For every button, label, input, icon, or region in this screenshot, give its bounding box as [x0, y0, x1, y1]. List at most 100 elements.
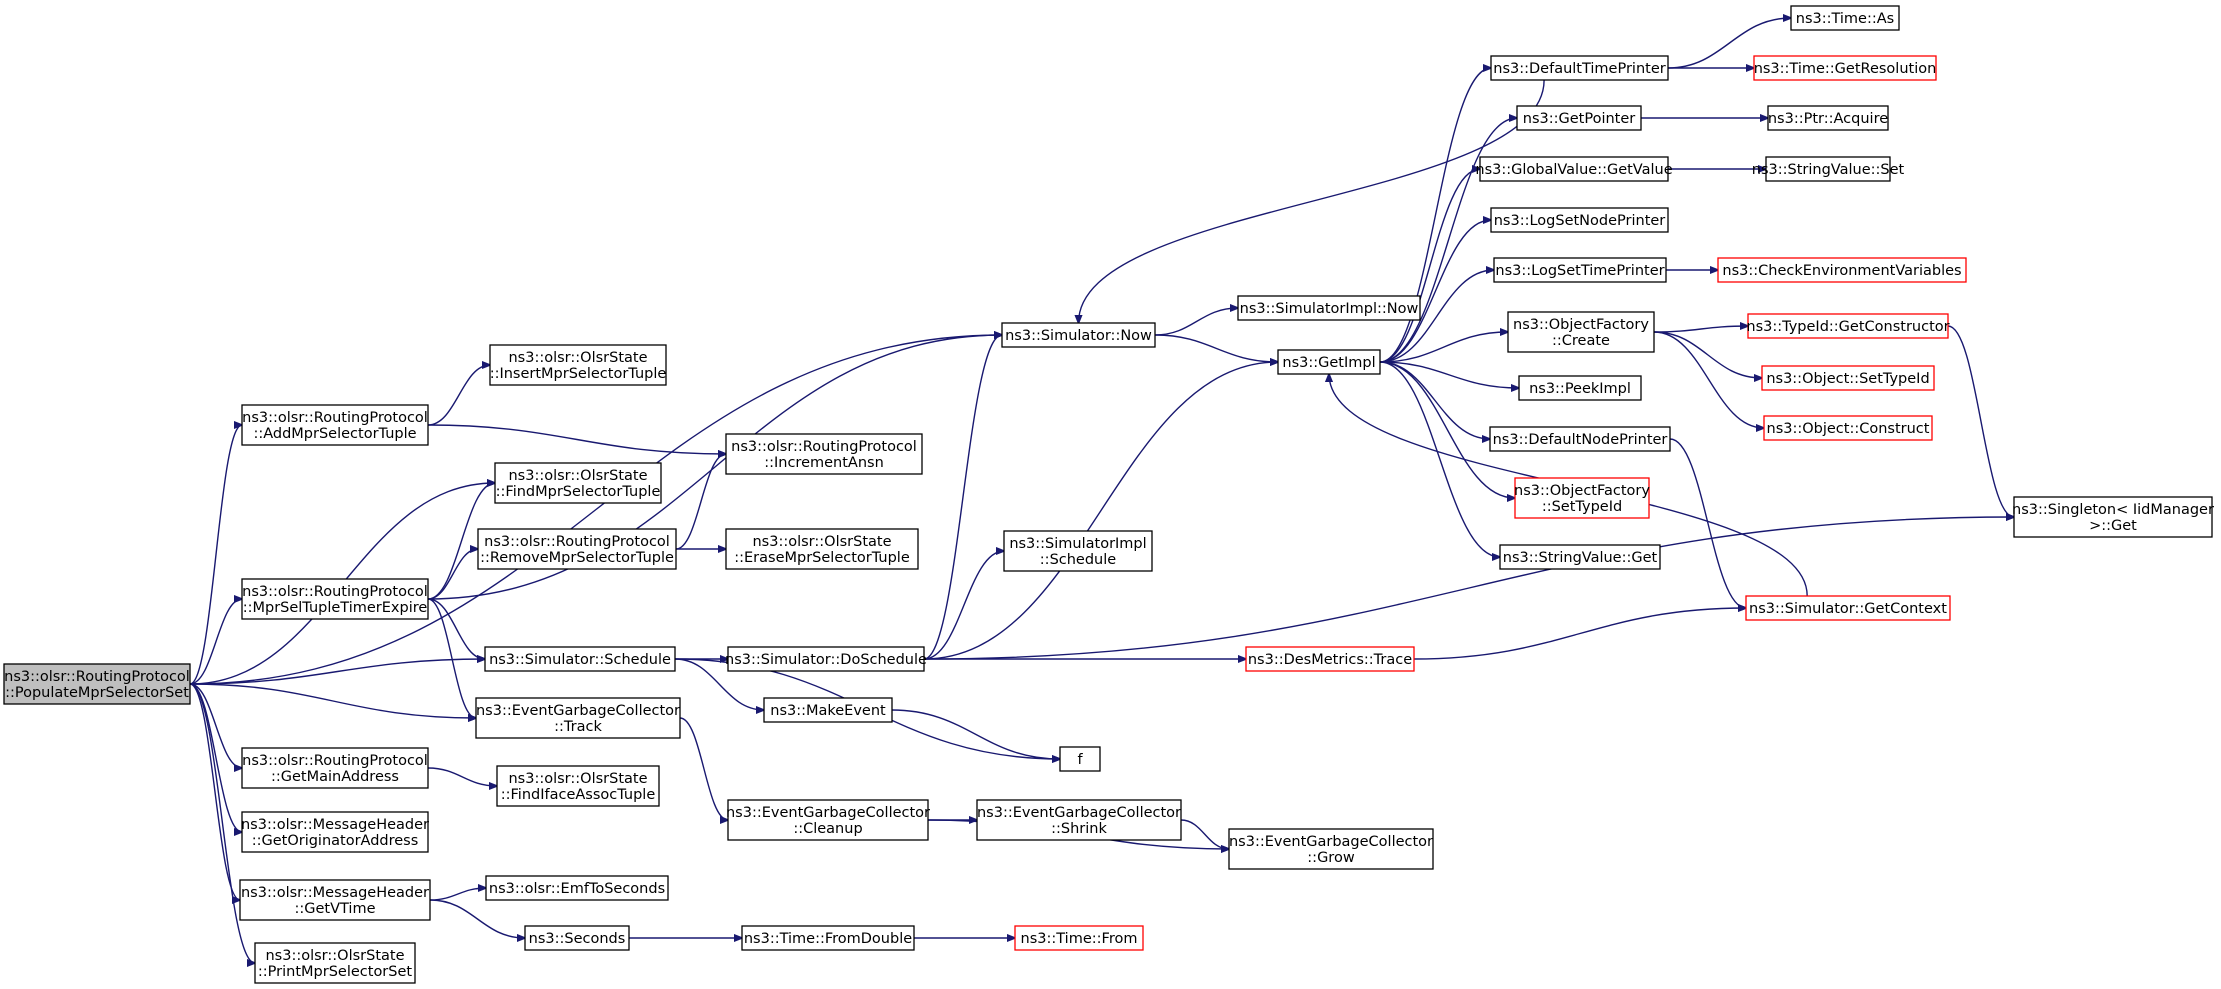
function-node-increment[interactable]: ns3::olsr::RoutingProtocol::IncrementAns…	[725, 433, 923, 475]
function-node-peekimpl[interactable]: ns3::PeekImpl	[1518, 375, 1642, 401]
function-node-root[interactable]: ns3::olsr::RoutingProtocol::PopulateMprS…	[3, 663, 191, 705]
function-node-deftime[interactable]: ns3::DefaultTimePrinter	[1490, 55, 1669, 81]
call-edge-defnode-to-getctx	[1669, 438, 1746, 608]
call-edge-schedule-to-makeevent	[674, 658, 764, 710]
node-box	[1014, 925, 1144, 951]
function-node-egccleanup[interactable]: ns3::EventGarbageCollector::Cleanup	[726, 799, 930, 841]
node-label: ns3::olsr::RoutingProtocol	[242, 584, 428, 600]
call-arrow	[189, 683, 255, 963]
function-node-dosched[interactable]: ns3::Simulator::DoSchedule	[725, 646, 927, 672]
node-label: ::GetMainAddress	[271, 769, 399, 785]
function-node-getptr[interactable]: ns3::GetPointer	[1516, 105, 1642, 131]
function-node-getimpl[interactable]: ns3::GetImpl	[1277, 349, 1381, 375]
function-node-findmpr[interactable]: ns3::olsr::OlsrState::FindMprSelectorTup…	[494, 462, 662, 504]
function-node-printmpr[interactable]: ns3::olsr::OlsrState::PrintMprSelectorSe…	[254, 942, 416, 984]
node-label: ns3::DesMetrics::Trace	[1248, 652, 1412, 668]
function-node-egcshrink[interactable]: ns3::EventGarbageCollector::Shrink	[976, 799, 1182, 841]
function-node-erasempr[interactable]: ns3::olsr::OlsrState::EraseMprSelectorTu…	[725, 528, 919, 570]
node-label: ns3::olsr::RoutingProtocol	[484, 534, 670, 550]
call-arrow	[189, 683, 242, 768]
function-node-f[interactable]: f	[1059, 746, 1101, 772]
function-node-singleton[interactable]: ns3::Singleton< IidManager>::Get	[2012, 496, 2214, 538]
function-node-ofsettid[interactable]: ns3::ObjectFactory::SetTypeId	[1514, 477, 1650, 519]
function-node-getvtime[interactable]: ns3::olsr::MessageHeader::GetVTime	[239, 879, 431, 921]
function-node-egctrack[interactable]: ns3::EventGarbageCollector::Track	[475, 697, 681, 739]
function-node-getmain[interactable]: ns3::olsr::RoutingProtocol::GetMainAddre…	[241, 747, 429, 789]
node-box	[1518, 375, 1642, 401]
function-node-implsched[interactable]: ns3::SimulatorImpl::Schedule	[1003, 530, 1153, 572]
call-arrow	[427, 598, 476, 718]
call-edge-root-to-now	[189, 335, 1002, 685]
node-label: ::EraseMprSelectorTuple	[734, 550, 910, 566]
node-label: ns3::DefaultNodePrinter	[1493, 432, 1668, 448]
node-label: ::FindIfaceAssocTuple	[501, 787, 656, 803]
node-box	[1747, 313, 1949, 339]
function-node-now[interactable]: ns3::Simulator::Now	[1001, 322, 1156, 348]
call-arrow	[1413, 608, 1746, 660]
node-label: ns3::olsr::OlsrState	[508, 771, 647, 787]
call-arrow	[1653, 326, 1748, 333]
function-node-objconstruct[interactable]: ns3::Object::Construct	[1763, 415, 1933, 441]
call-edge-getimpl-to-getptr	[1379, 118, 1517, 363]
function-node-lognode[interactable]: ns3::LogSetNodePrinter	[1490, 207, 1669, 233]
node-box	[741, 925, 915, 951]
call-arrow	[1379, 361, 1490, 439]
function-node-svget[interactable]: ns3::StringValue::Get	[1499, 544, 1661, 570]
node-label: f	[1077, 752, 1083, 768]
function-node-timeas[interactable]: ns3::Time::As	[1790, 5, 1900, 31]
node-label: ::Grow	[1307, 850, 1355, 866]
call-edge-now-to-getimpl	[1154, 334, 1278, 362]
node-label: ::PopulateMprSelectorSet	[5, 685, 189, 701]
node-box	[1003, 530, 1153, 572]
call-arrow	[675, 454, 726, 550]
function-node-removempr[interactable]: ns3::olsr::RoutingProtocol::RemoveMprSel…	[477, 528, 677, 570]
call-arrow	[1379, 68, 1491, 363]
call-edge-dosched-to-singleton	[923, 517, 2014, 660]
node-label: ns3::Seconds	[529, 931, 626, 947]
node-box	[477, 528, 677, 570]
function-node-makeevent[interactable]: ns3::MakeEvent	[763, 697, 893, 723]
function-node-schedule[interactable]: ns3::Simulator::Schedule	[484, 646, 676, 672]
function-node-ptracq[interactable]: ns3::Ptr::Acquire	[1767, 105, 1889, 131]
function-node-destrace[interactable]: ns3::DesMetrics::Trace	[1245, 646, 1415, 672]
call-arrow	[189, 683, 476, 718]
function-node-tidctor[interactable]: ns3::TypeId::GetConstructor	[1746, 313, 1950, 339]
function-node-egcgrow[interactable]: ns3::EventGarbageCollector::Grow	[1228, 828, 1434, 870]
call-arrow	[1669, 438, 1746, 608]
function-node-objsettid[interactable]: ns3::Object::SetTypeId	[1761, 365, 1935, 391]
function-node-addmpr[interactable]: ns3::olsr::RoutingProtocol::AddMprSelect…	[241, 404, 429, 446]
node-box	[241, 747, 429, 789]
function-node-emf[interactable]: ns3::olsr::EmfToSeconds	[485, 875, 669, 901]
function-node-svset[interactable]: ns3::StringValue::Set	[1752, 156, 1905, 182]
function-node-findiface[interactable]: ns3::olsr::OlsrState::FindIfaceAssocTupl…	[496, 765, 660, 807]
call-edge-removempr-to-increment	[675, 454, 726, 550]
call-arrow	[1379, 118, 1517, 363]
node-label: ns3::Ptr::Acquire	[1768, 111, 1888, 127]
function-node-mprsel[interactable]: ns3::olsr::RoutingProtocol::MprSelTupleT…	[241, 578, 429, 620]
function-node-seconds[interactable]: ns3::Seconds	[524, 925, 630, 951]
function-node-getres[interactable]: ns3::Time::GetResolution	[1753, 55, 1937, 81]
node-box	[1765, 156, 1891, 182]
call-edge-tidctor-to-singleton	[1947, 325, 2014, 517]
call-edge-root-to-getvtime	[189, 683, 240, 900]
node-label: ::Track	[554, 719, 602, 735]
function-node-getorig[interactable]: ns3::olsr::MessageHeader::GetOriginatorA…	[241, 811, 429, 853]
node-box	[241, 811, 429, 853]
function-node-timefrom[interactable]: ns3::Time::From	[1014, 925, 1144, 951]
function-node-insertmpr[interactable]: ns3::olsr::OlsrState::InsertMprSelectorT…	[489, 344, 667, 386]
node-label: ns3::StringValue::Set	[1752, 162, 1905, 178]
function-node-fromdouble[interactable]: ns3::Time::FromDouble	[741, 925, 915, 951]
function-node-implnow[interactable]: ns3::SimulatorImpl::Now	[1237, 295, 1421, 321]
function-node-checkenv[interactable]: ns3::CheckEnvironmentVariables	[1717, 257, 1967, 283]
function-node-defnode[interactable]: ns3::DefaultNodePrinter	[1489, 426, 1671, 452]
node-box	[239, 879, 431, 921]
function-node-gvget[interactable]: ns3::GlobalValue::GetValue	[1475, 156, 1673, 182]
call-edge-getimpl-to-peekimpl	[1379, 361, 1519, 388]
function-node-ofcreate[interactable]: ns3::ObjectFactory::Create	[1507, 311, 1655, 353]
call-edge-mprsel-to-schedule	[427, 598, 485, 659]
node-label: ::SetTypeId	[1542, 499, 1622, 515]
call-edge-getvtime-to-emf	[429, 888, 486, 901]
function-node-getctx[interactable]: ns3::Simulator::GetContext	[1745, 595, 1951, 621]
function-node-logtime[interactable]: ns3::LogSetTimePrinter	[1493, 257, 1667, 283]
